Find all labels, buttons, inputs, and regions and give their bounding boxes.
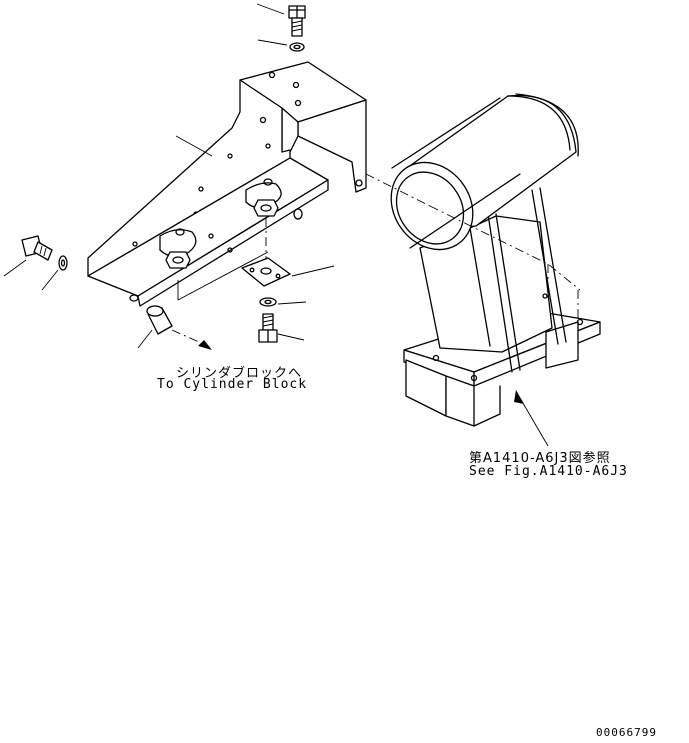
leader-line-spacer [137,329,153,349]
nut-front [165,251,191,269]
side-bolt [21,235,53,261]
leader-line-plate [291,265,335,277]
see-fig-arrow-head [514,390,524,404]
top-bolt [288,5,306,37]
spacer [146,305,173,335]
mount-plate [241,257,291,287]
nut-rear [253,199,279,217]
hidden-edge [177,251,269,301]
cylinder-assembly [365,93,601,427]
leader-line-side-washer [41,269,59,291]
top-washer [289,42,305,52]
bracket [87,61,367,307]
leader-line-side-bolt [3,259,27,277]
lower-washer [259,297,277,307]
see-fig-label-en: See Fig.A1410-A6J3 [469,464,628,479]
cylinder-block-arrow-head [198,340,212,350]
leader-line-bracket [175,135,213,157]
leader-line-bolt [256,3,285,15]
leader-line-see-fig [519,397,549,447]
cylinder-block-label-en: To Cylinder Block [157,377,308,392]
side-washer [58,255,68,271]
leader-line-lower-washer [277,301,307,305]
leader-line-washer [257,39,288,46]
drawing-number: 00066799 [596,726,657,739]
see-fig-label-jp: 第A1410-A6J3図参照 [469,451,611,466]
lower-bolt [258,313,278,343]
cylinder-block-label-jp: シリンダブロックへ [176,366,303,381]
leader-line-lower-bolt [277,333,305,341]
